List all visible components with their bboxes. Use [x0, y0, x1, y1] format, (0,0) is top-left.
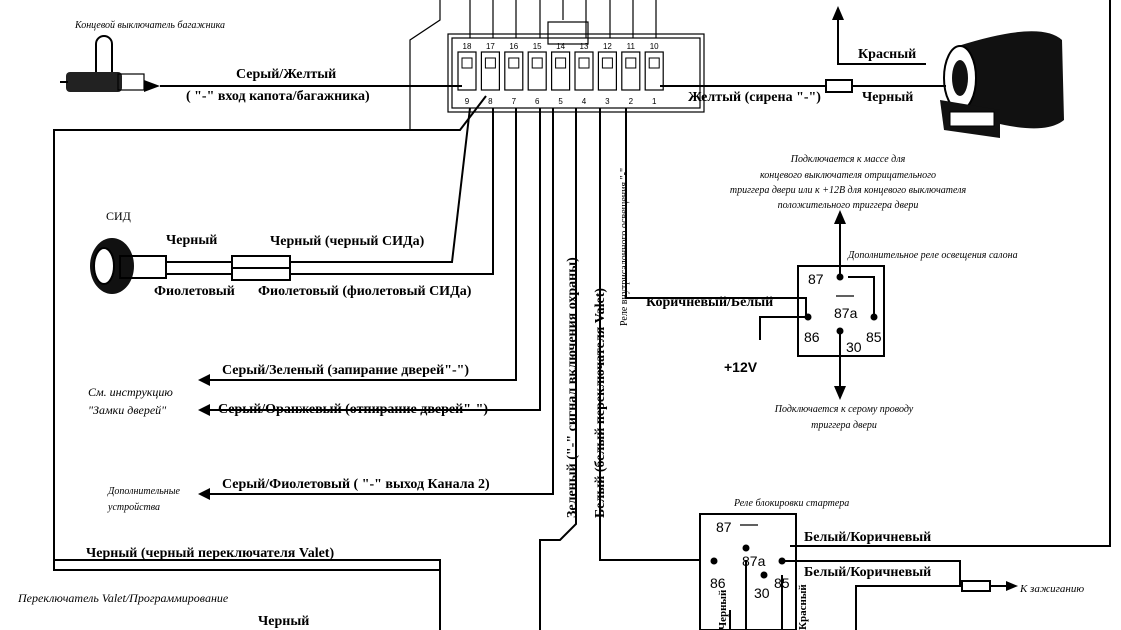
connector-pin-bottom: 6	[535, 97, 540, 106]
starter-relay-pin-85: 85	[774, 575, 790, 591]
led-label: СИД	[106, 209, 131, 223]
valet-title: Переключатель Valet/Программирование	[17, 591, 229, 605]
connector-socket	[648, 57, 660, 69]
interior-relay-wire: Коричневый/Белый	[646, 295, 773, 310]
connector-pin-top: 15	[533, 42, 542, 51]
starter-relay-wire-1: Белый/Коричневый	[804, 530, 931, 545]
note-top-2: концевого выключателя отрицательного	[760, 170, 936, 181]
connector-pin-bottom: 3	[605, 97, 610, 106]
note-bottom-2: триггера двери	[811, 420, 877, 431]
connector-pin-top: 11	[627, 42, 636, 51]
channel2-wire: Серый/Фиолетовый ( "-" выход Канала 2)	[222, 477, 490, 492]
connector-socket	[508, 57, 520, 69]
led-black: Черный	[166, 233, 217, 248]
siren-black-wire: Черный	[862, 90, 913, 105]
led-violet: Фиолетовый	[154, 284, 235, 299]
trunk-switch	[60, 35, 190, 92]
connector-pin-bottom: 1	[652, 97, 657, 106]
connector-pin-bottom: 8	[488, 97, 493, 106]
connector-socket	[531, 57, 543, 69]
ignition-label: К зажиганию	[1019, 583, 1084, 595]
vertical-white: Белый (белый переключателя Valet)	[593, 288, 608, 518]
led-violet-wire: Фиолетовый (фиолетовый СИДа)	[258, 284, 472, 299]
connector-pin-top: 13	[580, 42, 589, 51]
note-top-3: триггера двери или к +12В для концевого …	[730, 185, 967, 196]
starter-relay-wire-2: Белый/Коричневый	[804, 565, 931, 580]
interior-relay-pin-87a: 87a	[834, 305, 858, 321]
connector-pin-top: 16	[509, 42, 518, 51]
starter-relay	[699, 513, 1018, 630]
trunk-switch-label-1: Концевой выключатель багажника	[74, 20, 225, 31]
connector-pin-bottom: 9	[465, 97, 470, 106]
led-black-wire: Черный (черный СИДа)	[270, 234, 425, 249]
door-locks-ref-2: "Замки дверей"	[88, 403, 167, 417]
connector-socket	[484, 57, 496, 69]
interior-relay	[759, 210, 885, 400]
interior-relay-power: +12V	[724, 359, 758, 375]
connector-pin-top: 17	[486, 42, 495, 51]
valet-black-2: Черный	[258, 614, 309, 629]
connector-socket	[625, 57, 637, 69]
led	[90, 238, 167, 294]
connector-top-wires	[469, 0, 657, 45]
door-locks-ref-1: См. инструкцию	[88, 385, 173, 399]
connector-pin-top: 12	[603, 42, 612, 51]
interior-relay-pin-86: 86	[804, 329, 820, 345]
siren-red-wire: Красный	[858, 47, 916, 62]
starter-relay-pin-87: 87	[716, 519, 732, 535]
interior-relay-note-top: Подключается к массе для концевого выклю…	[730, 154, 967, 211]
interior-relay-pin-30: 30	[846, 339, 862, 355]
connector-socket	[461, 57, 473, 69]
connector-pin-top: 14	[556, 42, 565, 51]
door-unlock-wire: Серый/Оранжевый (отпирание дверей"-")	[218, 402, 488, 417]
note-bottom-1: Подключается к серому проводу	[774, 404, 914, 415]
starter-black: Черный	[717, 589, 729, 630]
vertical-interior: Реле внутрисалонного освещения "-"	[619, 168, 630, 326]
starter-relay-pin-86: 86	[710, 575, 726, 591]
vertical-green: Зеленый ("-" сигнал включения охраны)	[565, 257, 580, 518]
interior-relay-title: Дополнительное реле освещения салона	[847, 250, 1018, 261]
interior-relay-pin-85: 85	[866, 329, 882, 345]
starter-relay-pin-30: 30	[754, 585, 770, 601]
siren	[940, 31, 1064, 138]
connector-pin-bottom: 4	[582, 97, 587, 106]
connector-socket	[601, 57, 613, 69]
channel2-ref-2: устройства	[107, 502, 160, 513]
note-top-4: положительного триггера двери	[778, 200, 919, 211]
starter-relay-title: Реле блокировки стартера	[733, 498, 849, 509]
main-connector: 18 17 16 15 14 13 12 11 10 9 8 7 6 5 4 3 2 1	[447, 33, 705, 113]
starter-relay-pin-87a: 87a	[742, 553, 766, 569]
trunk-wire-note: ( "-" вход капота/багажника)	[186, 89, 370, 104]
connector-pin-bottom: 2	[629, 97, 634, 106]
door-lock-wire: Серый/Зеленый (запирание дверей"-")	[222, 363, 469, 378]
channel2-ref-1: Дополнительные	[107, 486, 180, 497]
connector-pin-bottom: 5	[558, 97, 563, 106]
connector-pin-top: 10	[650, 42, 659, 51]
connector-socket	[555, 57, 567, 69]
valet-black-wire: Черный (черный переключателя Valet)	[86, 546, 334, 561]
siren-yellow-wire: Желтый (сирена "-")	[688, 90, 821, 105]
interior-relay-pin-87: 87	[808, 271, 824, 287]
connector-pin-bottom: 7	[512, 97, 517, 106]
connector-socket	[578, 57, 590, 69]
starter-red: Красный	[797, 584, 809, 630]
note-top-1: Подключается к массе для	[790, 154, 906, 165]
connector-pin-top: 18	[463, 42, 472, 51]
trunk-wire-label: Серый/Желтый	[236, 67, 336, 82]
